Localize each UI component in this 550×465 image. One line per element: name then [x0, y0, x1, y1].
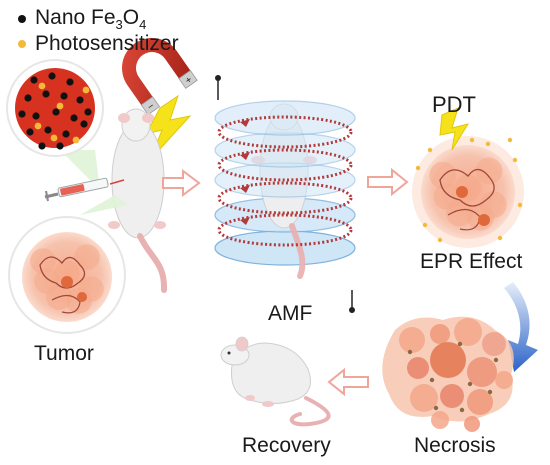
fe3o4-particle	[66, 78, 74, 86]
fe3o4-particle	[62, 130, 70, 138]
legend-dot-black-icon	[18, 15, 26, 24]
label-recovery: Recovery	[242, 434, 331, 457]
cell-debris	[433, 405, 439, 411]
label-pdt: PDT	[432, 92, 476, 117]
magnet-icon: − +	[122, 38, 198, 116]
necrosis-fragment	[467, 357, 497, 387]
cell-debris	[487, 389, 493, 395]
cell-debris	[429, 377, 435, 383]
nanoparticle-zoom	[6, 59, 104, 190]
photosensitizer-particle	[437, 237, 443, 243]
photosensitizer-particle	[422, 222, 428, 228]
cell-debris	[493, 357, 499, 363]
fe3o4-particle	[18, 110, 26, 118]
arrow-to-recovery	[327, 367, 369, 397]
blue-curved-arrow	[504, 282, 538, 372]
fe3o4-particle	[38, 142, 46, 150]
fe3o4-particle	[30, 76, 38, 84]
photosensitizer-particle	[507, 137, 513, 143]
arrow-to-epr	[367, 167, 409, 197]
photosensitizer-particle	[497, 235, 503, 241]
necrosis-fragment	[440, 384, 464, 408]
amf-coil	[214, 75, 356, 313]
fe3o4-particle	[32, 112, 40, 120]
fe3o4-particle	[56, 142, 64, 150]
fe3o4-particle	[76, 96, 84, 104]
legend-label-photosensitizer: Photosensitizer	[35, 32, 179, 55]
photosensitizer-particle	[82, 86, 90, 94]
legend-dot-yellow-icon	[18, 40, 26, 48]
fe3o4-particle	[70, 114, 78, 122]
svg-text:−: −	[146, 101, 157, 113]
photosensitizer-particle	[469, 137, 475, 143]
necrosis-fragment	[410, 384, 438, 412]
zoom-beam-bottom	[80, 195, 128, 215]
fe3o4-particle	[52, 108, 60, 116]
tumor-cell	[34, 268, 60, 294]
necrosis-fragment	[464, 416, 480, 432]
cell-debris	[457, 341, 463, 347]
photosensitizer-particle	[56, 102, 64, 110]
epr-tumor	[412, 136, 524, 248]
legend-item-nano-fe3o4: Nano Fe3O4	[18, 6, 146, 32]
left-mouse-icon	[108, 108, 168, 293]
fe3o4-particle	[84, 108, 92, 116]
photosensitizer-particle	[50, 134, 58, 142]
label-epr-effect: EPR Effect	[420, 250, 523, 273]
photosensitizer-particle	[415, 165, 421, 171]
recovery-mouse-icon	[220, 336, 331, 427]
arrow-to-amf	[162, 169, 201, 197]
tumor-cell	[433, 182, 461, 210]
necrosis-fragment	[431, 411, 449, 429]
photosensitizer-particle	[427, 147, 433, 153]
label-amf: AMF	[268, 302, 313, 325]
cell-debris	[459, 407, 465, 413]
photosensitizer-particle	[512, 157, 518, 163]
svg-text:+: +	[183, 74, 194, 86]
legend-label-nano: Nano Fe3O4	[35, 6, 147, 33]
necrosis-fragment	[454, 318, 482, 346]
photosensitizer-particle	[517, 202, 523, 208]
necrosis-fragment	[430, 342, 466, 378]
fe3o4-particle	[60, 92, 68, 100]
photosensitizer-particle	[34, 122, 42, 130]
necrosis-fragment	[430, 324, 450, 344]
syringe-icon	[44, 177, 125, 202]
necrosis-fragment	[399, 327, 425, 353]
legend-item-photosensitizer: Photosensitizer	[18, 32, 179, 56]
cell-debris	[467, 381, 473, 387]
nanoparticle-sphere	[15, 68, 95, 148]
fe3o4-particle	[26, 128, 34, 136]
fe3o4-particle	[80, 120, 88, 128]
photosensitizer-particle	[485, 141, 491, 147]
necrosis-fragments	[399, 318, 513, 432]
photosensitizer-particle	[38, 82, 46, 90]
fe3o4-particle	[42, 90, 50, 98]
necrosis-fragment	[495, 371, 513, 389]
tumor-cell	[475, 157, 503, 185]
fe3o4-particle	[24, 94, 32, 102]
zoom-beam-top	[60, 150, 100, 190]
cell-debris	[407, 349, 413, 355]
nanoparticle-dots	[18, 72, 92, 150]
tumor-zoom	[8, 195, 128, 334]
tumor-cell	[74, 244, 100, 270]
label-necrosis: Necrosis	[414, 434, 496, 457]
label-tumor: Tumor	[34, 342, 94, 365]
necrosis-tissue	[382, 316, 514, 432]
photosensitizer-sparkles	[415, 137, 523, 243]
fe3o4-particle	[48, 72, 56, 80]
fe3o4-particle	[44, 126, 52, 134]
necrosis-fragment	[407, 357, 429, 379]
necrosis-fragment	[482, 332, 506, 356]
photosensitizer-particle	[72, 136, 80, 144]
tumor-cell	[54, 260, 80, 286]
tumor-cell	[429, 161, 457, 189]
pdt-lightning-icon	[439, 107, 470, 151]
tumor-cells-right	[429, 157, 507, 231]
necrosis-fragment	[467, 389, 493, 415]
